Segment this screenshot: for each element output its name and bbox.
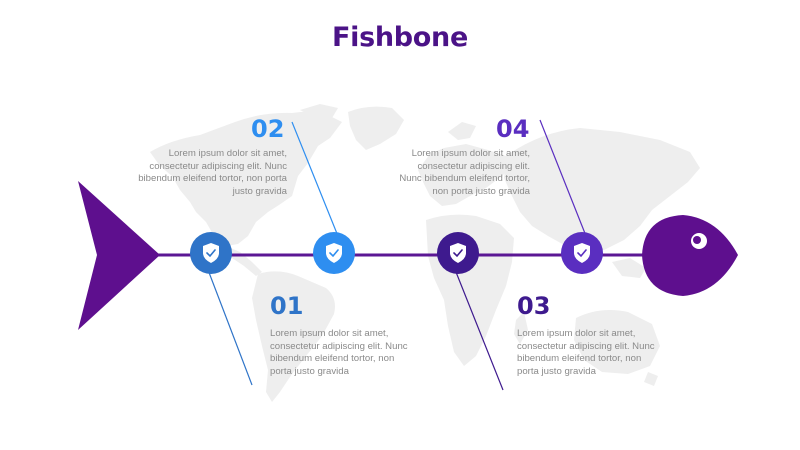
- step-text-02: Lorem ipsum dolor sit amet, consectetur …: [138, 148, 287, 197]
- step-number-04: 04: [496, 115, 530, 143]
- shield-check-icon: [450, 243, 466, 263]
- step-number-01: 01: [270, 292, 304, 320]
- node-01: [190, 232, 232, 274]
- node-02: [313, 232, 355, 274]
- step-text-01: Lorem ipsum dolor sit amet, consectetur …: [270, 328, 408, 377]
- node-04: [561, 232, 603, 274]
- bone-line-04: [539, 119, 591, 247]
- fish-pupil: [693, 236, 701, 244]
- node-03: [437, 232, 479, 274]
- shield-check-icon: [203, 243, 219, 263]
- shield-check-icon: [326, 243, 342, 263]
- step-number-03: 03: [517, 292, 551, 320]
- step-text-04: Lorem ipsum dolor sit amet, consectetur …: [399, 148, 530, 197]
- bone-line-01: [204, 261, 253, 386]
- bone-line-02: [291, 121, 343, 247]
- shield-check-icon: [574, 243, 590, 263]
- step-number-02: 02: [251, 115, 285, 143]
- fish-tail: [78, 181, 160, 330]
- step-text-03: Lorem ipsum dolor sit amet, consectetur …: [517, 328, 655, 377]
- page-title: Fishbone: [331, 22, 468, 53]
- fish-head: [642, 215, 738, 296]
- bone-line-03: [451, 261, 504, 391]
